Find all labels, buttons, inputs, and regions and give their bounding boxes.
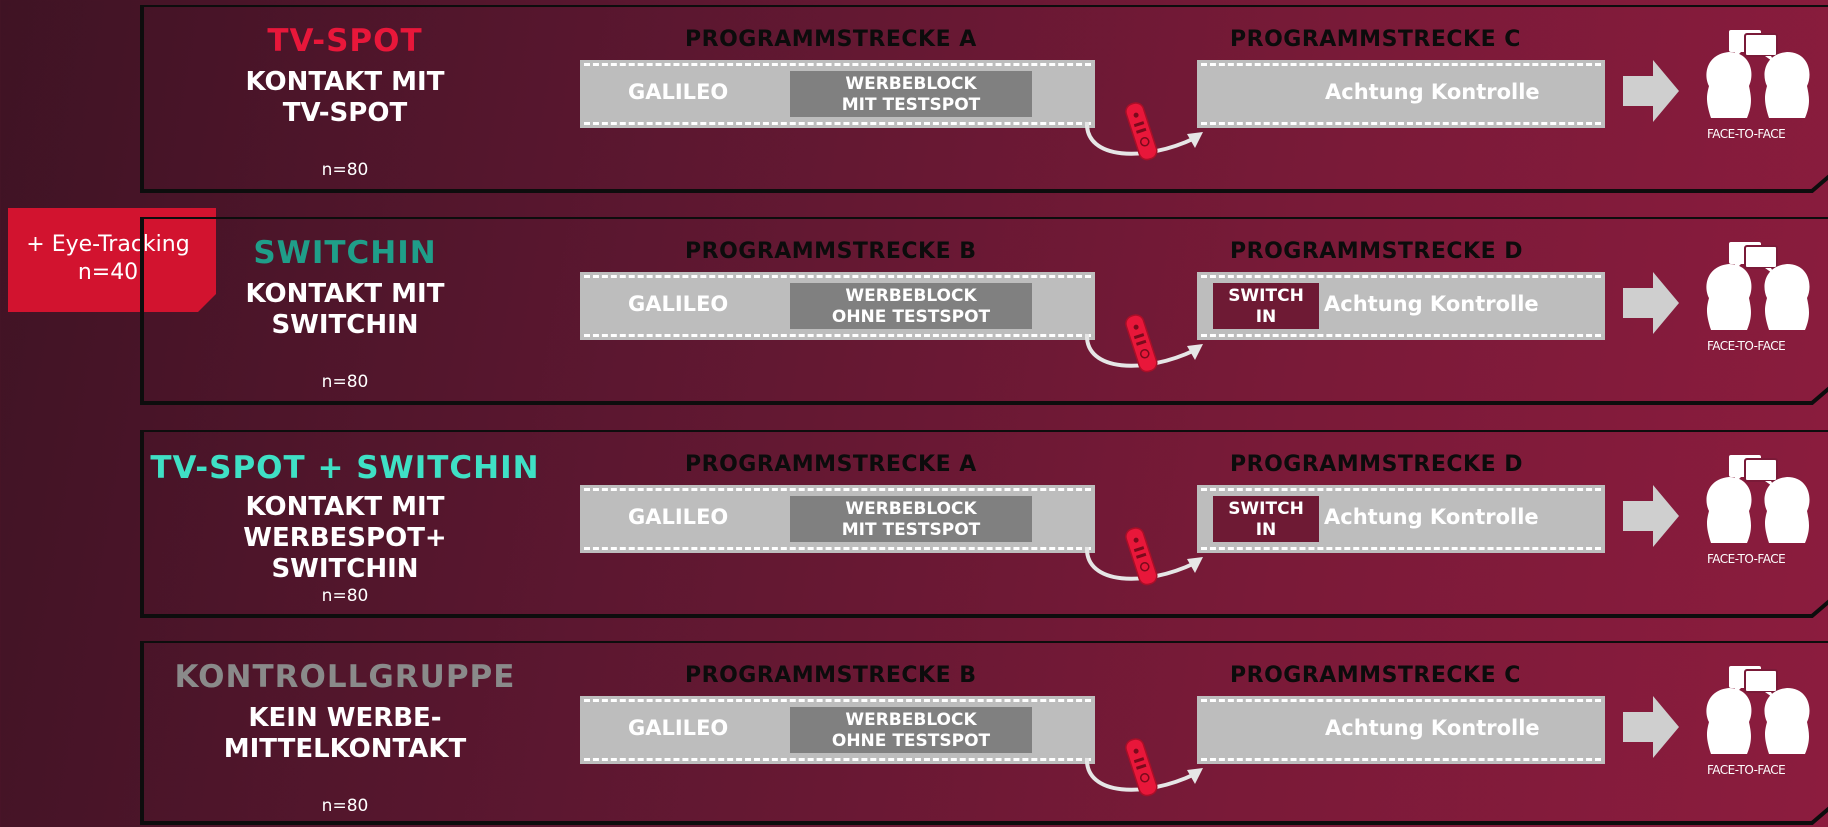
study-group-row: TV-Spot + SwitchInKontakt mitWerbespot+S…: [140, 430, 1828, 620]
group-n: n=80: [321, 586, 369, 606]
eye-tracking-label: + Eye-Tracking: [26, 232, 190, 257]
film-label: Galileo: [628, 292, 729, 316]
arrow-right-icon: [1623, 696, 1679, 758]
film-label: Galileo: [628, 80, 729, 104]
face-to-face-label: FACE-TO-FACE: [1707, 339, 1786, 353]
program-left-title: Programmstrecke A: [685, 452, 977, 477]
ad-block-line-2: ohne Testspot: [831, 731, 991, 751]
study-group-row: TV-SpotKontakt mitTV-Spotn=80Programmstr…: [140, 5, 1828, 195]
film-strip-right: SwitchInAchtung Kontrolle: [1197, 485, 1605, 553]
film-strip-left: Galileo Werbeblockohne Testspot: [580, 272, 1095, 340]
program-left-title: Programmstrecke B: [685, 663, 977, 688]
channel-switch-arrow: [1084, 121, 1203, 156]
control-label: Achtung Kontrolle: [1325, 716, 1540, 740]
switchin-line-1: Switch: [1228, 286, 1304, 306]
ad-block-line-1: Werbeblock: [845, 286, 977, 306]
control-label: Achtung Kontrolle: [1324, 292, 1539, 316]
switchin-line-2: In: [1255, 307, 1277, 327]
control-label: Achtung Kontrolle: [1324, 505, 1539, 529]
film-label: Galileo: [628, 505, 729, 529]
row-frame: [140, 217, 1828, 405]
group-desc-line-3: SwitchIn: [271, 554, 419, 584]
film-strip-left: Galileo Werbeblockmit Testspot: [580, 60, 1095, 128]
group-desc-line-2: Werbespot+: [243, 523, 447, 553]
row-frame: [140, 641, 1828, 825]
study-group-row: SwitchInKontakt mitSwitchInn=80Programms…: [140, 217, 1828, 407]
row-frame: [140, 5, 1828, 193]
group-desc-line-2: SwitchIn: [271, 310, 419, 340]
film-strip-right: Achtung Kontrolle: [1197, 60, 1605, 128]
ad-block-line-2: mit Testspot: [841, 520, 981, 540]
remote-control-icon: [1120, 734, 1164, 802]
ad-block-line-2: mit Testspot: [841, 95, 981, 115]
arrow-right-icon: [1623, 272, 1679, 334]
switchin-line-1: Switch: [1228, 499, 1304, 519]
channel-switch-arrow: [1084, 333, 1203, 368]
program-right-title: Programmstrecke C: [1230, 663, 1521, 688]
ad-block-line-2: ohne Testspot: [831, 307, 991, 327]
group-title: SwitchIn: [253, 235, 437, 271]
remote-control-icon: [1120, 98, 1164, 166]
control-label: Achtung Kontrolle: [1325, 80, 1540, 104]
switchin-box: SwitchIn: [1213, 283, 1319, 329]
group-desc-line-1: Kein Werbe-: [248, 703, 442, 733]
ad-block: Werbeblockmit Testspot: [790, 496, 1032, 542]
group-n: n=80: [321, 796, 369, 816]
remote-control-icon: [1120, 310, 1164, 378]
face-to-face-label: FACE-TO-FACE: [1707, 127, 1786, 141]
group-desc-line-2: mittelkontakt: [223, 734, 467, 764]
film-strip-right: SwitchInAchtung Kontrolle: [1197, 272, 1605, 340]
face-to-face-icon: [1703, 666, 1823, 762]
group-desc-line-1: Kontakt mit: [245, 67, 445, 97]
channel-switch-arrow: [1084, 757, 1203, 792]
film-strip-right: Achtung Kontrolle: [1197, 696, 1605, 764]
program-right-title: Programmstrecke D: [1230, 452, 1524, 477]
channel-switch-arrow: [1084, 546, 1203, 581]
face-to-face-icon: [1703, 455, 1823, 551]
program-left-title: Programmstrecke B: [685, 239, 977, 264]
group-desc-line-2: TV-Spot: [282, 98, 408, 128]
face-to-face-label: FACE-TO-FACE: [1707, 763, 1786, 777]
ad-block-line-1: Werbeblock: [845, 499, 977, 519]
group-desc-line-1: Kontakt mit: [245, 492, 445, 522]
group-n: n=80: [321, 160, 369, 180]
group-title: Kontrollgruppe: [174, 659, 516, 695]
switchin-box: SwitchIn: [1213, 496, 1319, 542]
switchin-line-2: In: [1255, 520, 1277, 540]
face-to-face-label: FACE-TO-FACE: [1707, 552, 1786, 566]
program-right-title: Programmstrecke D: [1230, 239, 1524, 264]
ad-block: Werbeblockmit Testspot: [790, 71, 1032, 117]
row-frame: [140, 430, 1828, 618]
ad-block-line-1: Werbeblock: [845, 74, 977, 94]
eye-tracking-badge: [8, 208, 216, 312]
group-desc-line-1: Kontakt mit: [245, 279, 445, 309]
ad-block: Werbeblockohne Testspot: [790, 283, 1032, 329]
face-to-face-icon: [1703, 242, 1823, 338]
program-left-title: Programmstrecke A: [685, 27, 977, 52]
film-strip-left: Galileo Werbeblockmit Testspot: [580, 485, 1095, 553]
eye-tracking-n: n=40: [77, 260, 139, 285]
group-n: n=80: [321, 372, 369, 392]
film-strip-left: Galileo Werbeblockohne Testspot: [580, 696, 1095, 764]
arrow-right-icon: [1623, 485, 1679, 547]
remote-control-icon: [1120, 523, 1164, 591]
group-title: TV-Spot + SwitchIn: [150, 450, 540, 486]
face-to-face-icon: [1703, 30, 1823, 126]
ad-block: Werbeblockohne Testspot: [790, 707, 1032, 753]
group-title: TV-Spot: [267, 23, 423, 59]
program-right-title: Programmstrecke C: [1230, 27, 1521, 52]
ad-block-line-1: Werbeblock: [845, 710, 977, 730]
study-group-row: KontrollgruppeKein Werbe-mittelkontakt n=…: [140, 641, 1828, 827]
arrow-right-icon: [1623, 60, 1679, 122]
film-label: Galileo: [628, 716, 729, 740]
